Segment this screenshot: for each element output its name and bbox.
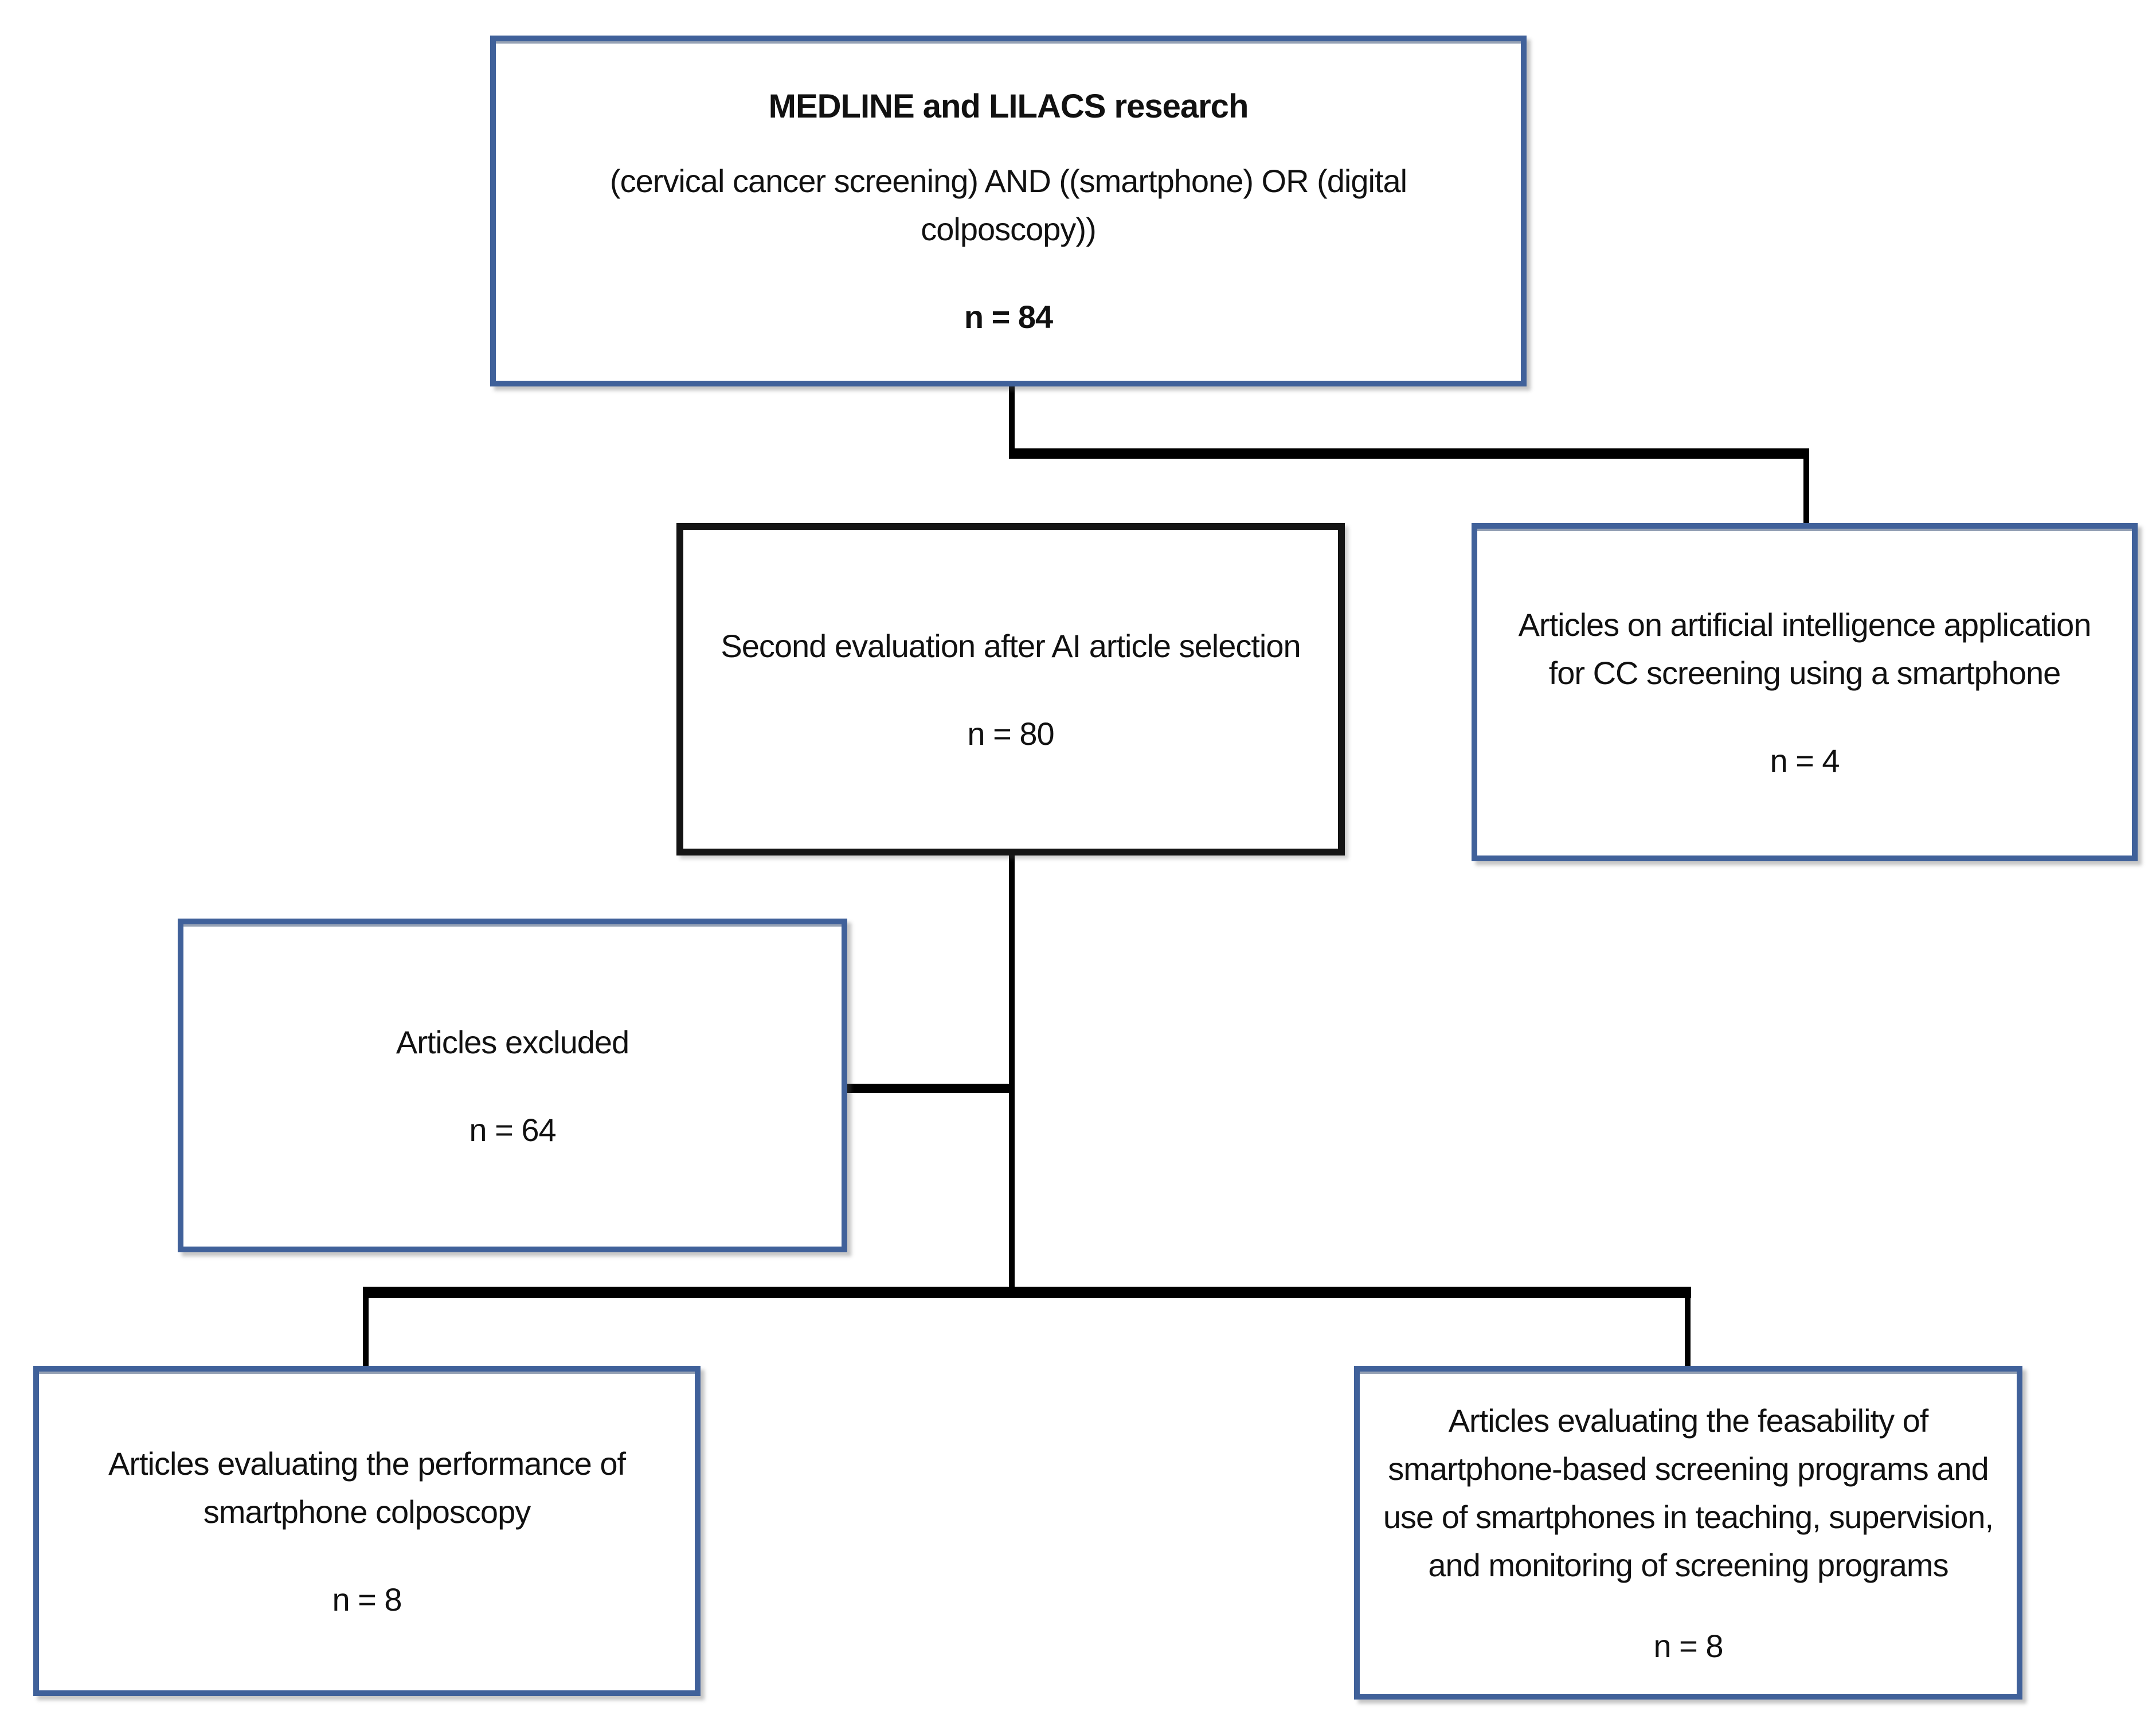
connector-bottom-right-vertical: [1685, 1291, 1691, 1369]
ai-application-text: Articles on artificial intelligence appl…: [1518, 606, 2092, 691]
connector-right-branch-horizontal: [1009, 448, 1809, 459]
excluded-text: Articles excluded: [396, 1024, 629, 1060]
connector-top-vertical: [1009, 385, 1015, 456]
search-count: n = 84: [964, 298, 1053, 335]
ai-application-count: n = 4: [1770, 742, 1840, 779]
feasibility-text: Articles evaluating the feasability of s…: [1383, 1402, 1994, 1583]
connector-middle-vertical: [1009, 853, 1015, 1298]
box-search: MEDLINE and LILACS research (cervical ca…: [490, 36, 1527, 386]
feasibility-count: n = 8: [1653, 1627, 1723, 1664]
excluded-count: n = 64: [469, 1111, 556, 1148]
connector-excluded-horizontal: [845, 1084, 1012, 1093]
box-ai-application: Articles on artificial intelligence appl…: [1472, 523, 2138, 861]
search-query: (cervical cancer screening) AND ((smartp…: [609, 162, 1407, 247]
second-evaluation-text: Second evaluation after AI article selec…: [721, 627, 1301, 664]
box-excluded: Articles excluded n = 64: [178, 919, 847, 1252]
performance-text: Articles evaluating the performance of s…: [108, 1445, 626, 1530]
connector-bottom-left-vertical: [363, 1291, 369, 1369]
box-second-evaluation: Second evaluation after AI article selec…: [676, 523, 1345, 856]
box-feasibility: Articles evaluating the feasability of s…: [1354, 1366, 2022, 1700]
second-evaluation-count: n = 80: [967, 715, 1054, 752]
connector-bottom-branch-horizontal: [363, 1287, 1691, 1298]
box-performance: Articles evaluating the performance of s…: [33, 1366, 701, 1696]
search-title: MEDLINE and LILACS research: [768, 87, 1249, 125]
connector-right-branch-vertical: [1803, 448, 1809, 526]
performance-count: n = 8: [332, 1581, 402, 1618]
